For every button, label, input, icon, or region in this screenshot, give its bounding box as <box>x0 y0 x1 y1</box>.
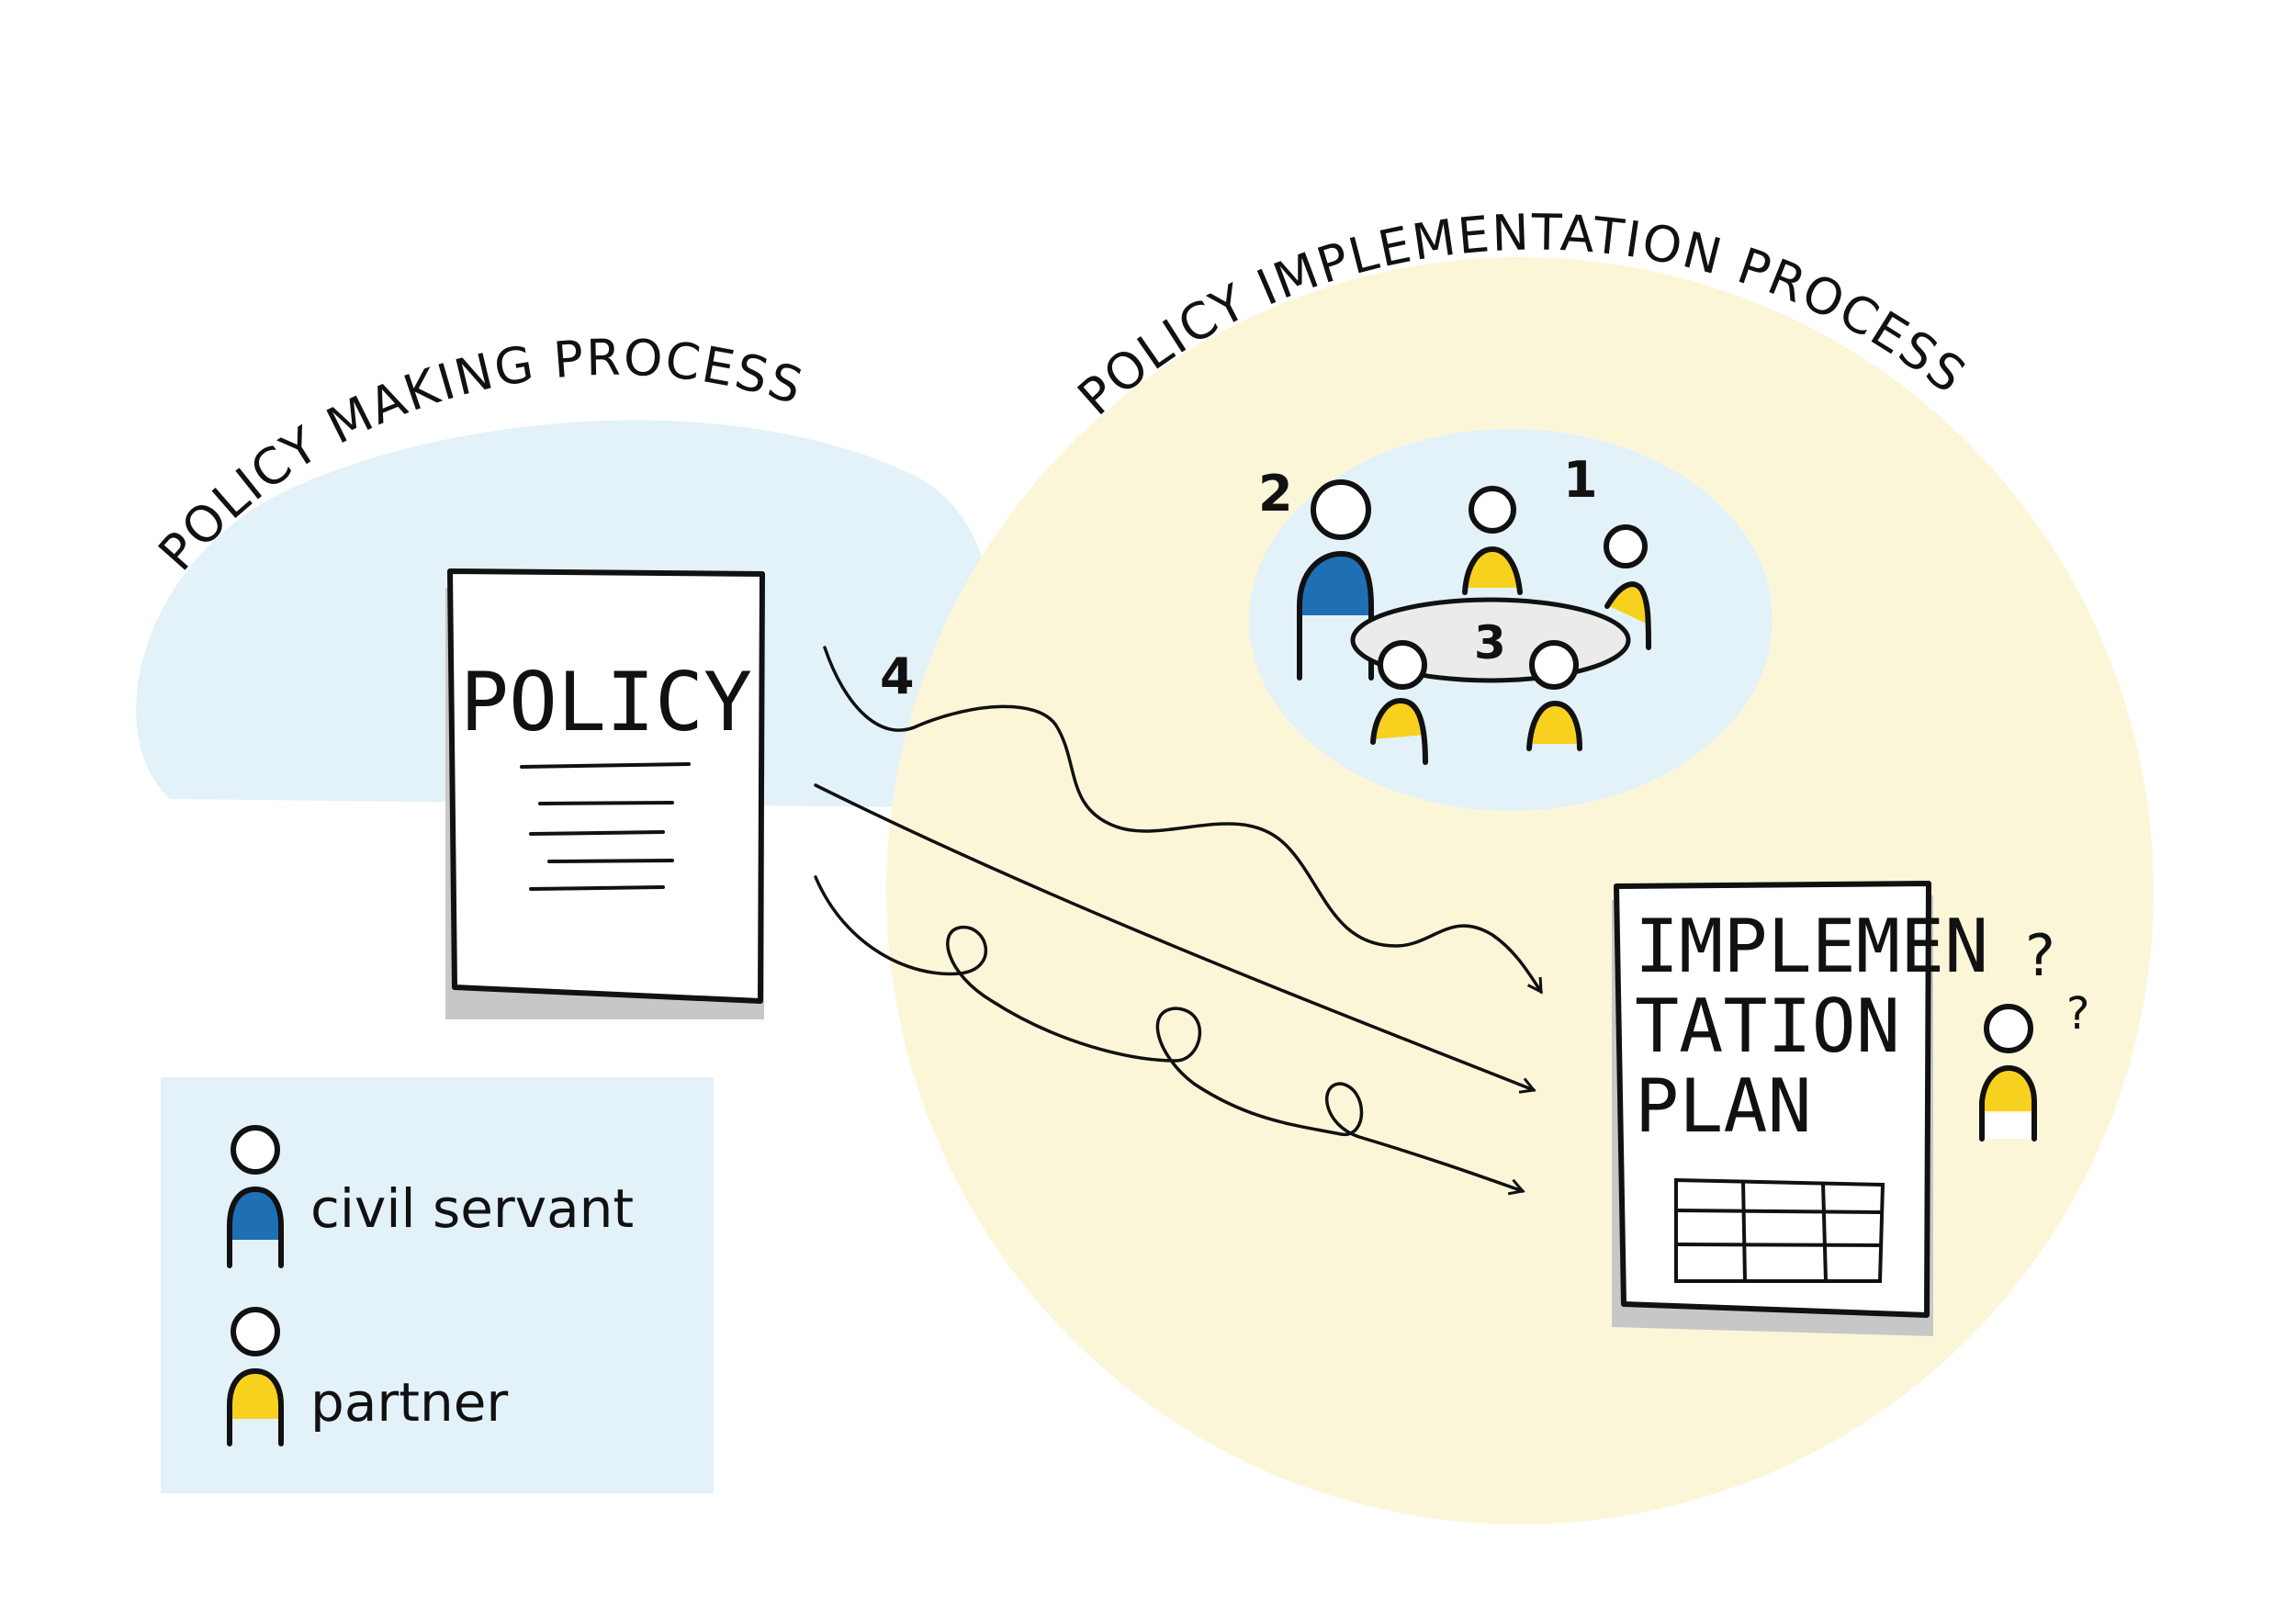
person-partner <box>1370 640 1428 765</box>
person-body-fill <box>230 1191 281 1240</box>
person-body <box>1462 546 1523 595</box>
arrow-loopy <box>814 875 1525 1196</box>
person-civil-servant <box>1297 479 1374 681</box>
person-body-fill <box>1609 584 1649 624</box>
person-head <box>1604 524 1648 568</box>
person-partner-questioning <box>1979 1004 2037 1142</box>
legend: civil servant partner <box>161 1077 714 1493</box>
person-partner <box>1462 486 1523 595</box>
implementation-plan-line-2: TATION <box>1635 984 1900 1069</box>
person-head <box>1984 1004 2033 1053</box>
person-head <box>231 1307 280 1356</box>
legend-partner-label: partner <box>310 1371 508 1434</box>
plan-table-row-line <box>1675 1243 1882 1247</box>
label-4: 4 <box>880 647 915 705</box>
person-partner <box>1526 640 1582 751</box>
question-mark-icon: ? <box>2025 922 2055 989</box>
arrow-straight <box>814 783 1536 1094</box>
legend-civil-servant-label: civil servant <box>310 1177 634 1240</box>
policy-title-underline <box>520 762 691 769</box>
person-body <box>227 1368 284 1446</box>
legend-partner-icon <box>227 1307 284 1446</box>
question-mark-icon: ? <box>2066 988 2089 1040</box>
policy-text-line <box>538 801 674 805</box>
label-1: 1 <box>1563 451 1598 509</box>
person-head <box>231 1125 280 1175</box>
person-body <box>1604 581 1651 650</box>
person-partner <box>1604 524 1651 650</box>
person-body <box>1979 1065 2037 1142</box>
label-3: 3 <box>1474 616 1506 669</box>
person-head <box>1529 640 1579 690</box>
plan-table <box>1674 1177 1885 1283</box>
policy-text-line <box>529 830 665 836</box>
plan-table-row-line <box>1675 1209 1882 1214</box>
person-body <box>1297 551 1374 681</box>
implementation-plan-document: IMPLEMEN TATION PLAN <box>1612 881 1988 1336</box>
person-body-fill <box>1301 556 1371 615</box>
person-body <box>227 1187 284 1268</box>
person-body <box>1370 698 1428 765</box>
person-head <box>1378 640 1427 690</box>
person-body-fill <box>1373 703 1425 739</box>
person-head <box>1469 486 1516 534</box>
plan-table-col-line <box>1821 1182 1828 1282</box>
person-body-fill <box>1982 1070 2034 1111</box>
person-body-fill <box>230 1373 281 1419</box>
policy-document: POLICY <box>445 568 765 1019</box>
implementation-plan-line-3: PLAN <box>1635 1063 1812 1149</box>
arrow-wavy <box>823 646 1543 995</box>
policy-document-page <box>447 568 765 1004</box>
implementation-plan-page <box>1614 881 1931 1318</box>
policy-document-title: POLICY <box>460 655 752 749</box>
policy-text-line <box>529 885 665 891</box>
legend-civil-servant-icon <box>227 1125 284 1268</box>
meeting-scene: 1 2 3 4 <box>880 451 1651 765</box>
implementation-plan-line-1: IMPLEMEN <box>1635 904 1988 989</box>
plan-table-outline <box>1674 1177 1885 1283</box>
person-body-fill <box>1465 551 1520 588</box>
person-body-fill <box>1529 705 1580 744</box>
person-body-fill-white <box>1982 1113 2034 1139</box>
plan-table-col-line <box>1741 1180 1747 1282</box>
person-body <box>1526 701 1582 751</box>
person-head <box>1311 479 1371 540</box>
label-2: 2 <box>1258 465 1293 523</box>
